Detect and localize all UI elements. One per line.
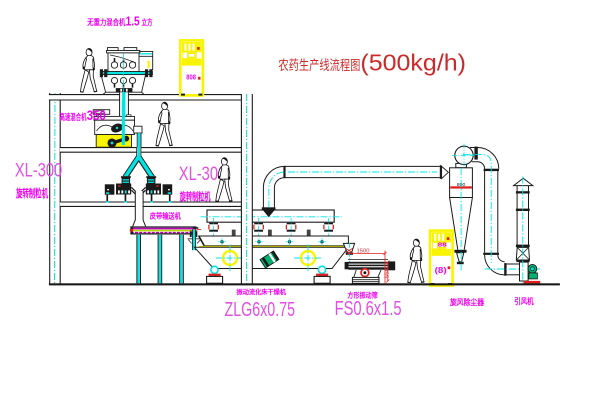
svg-text:农药生产线流程图: 农药生产线流程图 [278,58,360,73]
svg-text:旋转制粒机: 旋转制粒机 [179,190,211,203]
svg-text:(500kg/h): (500kg/h) [360,50,466,76]
svg-text:1500: 1500 [357,249,370,255]
svg-text:ZLG6x0.75: ZLG6x0.75 [225,299,296,321]
svg-text:808: 808 [186,72,196,81]
svg-text:旋转制粒机: 旋转制粒机 [16,186,49,200]
svg-text:皮带输送机: 皮带输送机 [149,210,181,220]
svg-text:XL-300: XL-300 [179,163,227,185]
svg-text:振动流化床干燥机: 振动流化床干燥机 [237,287,287,296]
svg-text:方形振动筛: 方形振动筛 [347,290,377,299]
svg-text:550: 550 [385,267,391,278]
svg-text:88: 88 [438,242,447,248]
svg-text:无重力混合机: 无重力混合机 [87,17,126,27]
svg-text:XL-300: XL-300 [15,159,62,181]
svg-text:旋风除尘器: 旋风除尘器 [449,297,485,307]
svg-text:(8): (8) [435,266,447,275]
svg-text:350: 350 [87,108,106,123]
svg-text:引风机: 引风机 [514,296,533,306]
svg-text:1.5: 1.5 [126,14,140,29]
svg-text:立方: 立方 [142,17,153,27]
svg-text:高速混合机: 高速混合机 [60,112,87,122]
svg-text:FS0.6x1.5: FS0.6x1.5 [335,298,402,320]
